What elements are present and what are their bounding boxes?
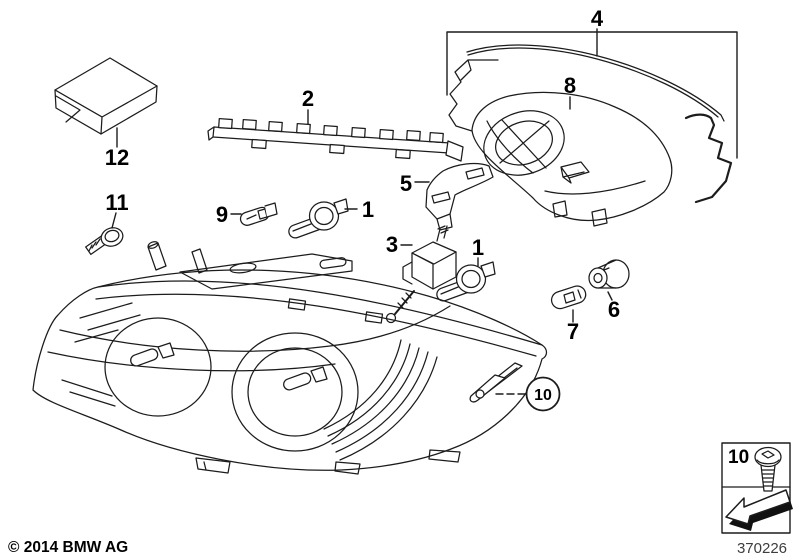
part-9-bulb bbox=[239, 202, 278, 226]
part-1-bulb-right bbox=[436, 261, 496, 302]
diagram-number: 370226 bbox=[737, 540, 787, 557]
callout-10-circle bbox=[525, 376, 561, 412]
part-6-socket bbox=[588, 259, 630, 289]
part-4-seal-kit bbox=[446, 31, 738, 204]
legend-screw-icon bbox=[754, 446, 782, 492]
callout-label-1-right: 1 bbox=[472, 235, 484, 260]
callout-label-5: 5 bbox=[400, 171, 412, 196]
callout-label-10: 10 bbox=[534, 387, 552, 404]
part-11-screw bbox=[85, 227, 124, 256]
headlight-assembly bbox=[32, 241, 548, 475]
copyright-notice: © 2014 BMW AG bbox=[8, 539, 128, 556]
leader-lines bbox=[111, 28, 613, 395]
part-4-wire-retainer bbox=[684, 113, 733, 204]
part-1-bulb-left bbox=[288, 198, 349, 239]
part-5-bracket bbox=[425, 162, 494, 231]
callout-label-6: 6 bbox=[608, 297, 620, 322]
callout-label-12: 12 bbox=[105, 145, 129, 170]
part-3-leveling-motor bbox=[385, 225, 457, 324]
part-7-bulb bbox=[550, 285, 587, 310]
legend-arrow-icon bbox=[725, 489, 793, 531]
callout-label-4: 4 bbox=[591, 6, 604, 31]
callout-label-11: 11 bbox=[105, 190, 128, 215]
part-12-box bbox=[54, 57, 158, 135]
callout-label-7: 7 bbox=[567, 319, 579, 344]
callout-label-8: 8 bbox=[564, 73, 576, 98]
legend-box bbox=[721, 442, 793, 534]
callout-label-3: 3 bbox=[386, 232, 398, 257]
callout-label-2: 2 bbox=[302, 86, 314, 111]
part-2-mounting-strip bbox=[207, 117, 464, 162]
callout-label-1-left: 1 bbox=[362, 197, 374, 222]
part-8-cover-housing bbox=[471, 91, 673, 227]
callout-label-9: 9 bbox=[216, 202, 228, 227]
legend-label-10: 10 bbox=[728, 447, 749, 468]
part-4-bracket-line bbox=[446, 31, 738, 159]
